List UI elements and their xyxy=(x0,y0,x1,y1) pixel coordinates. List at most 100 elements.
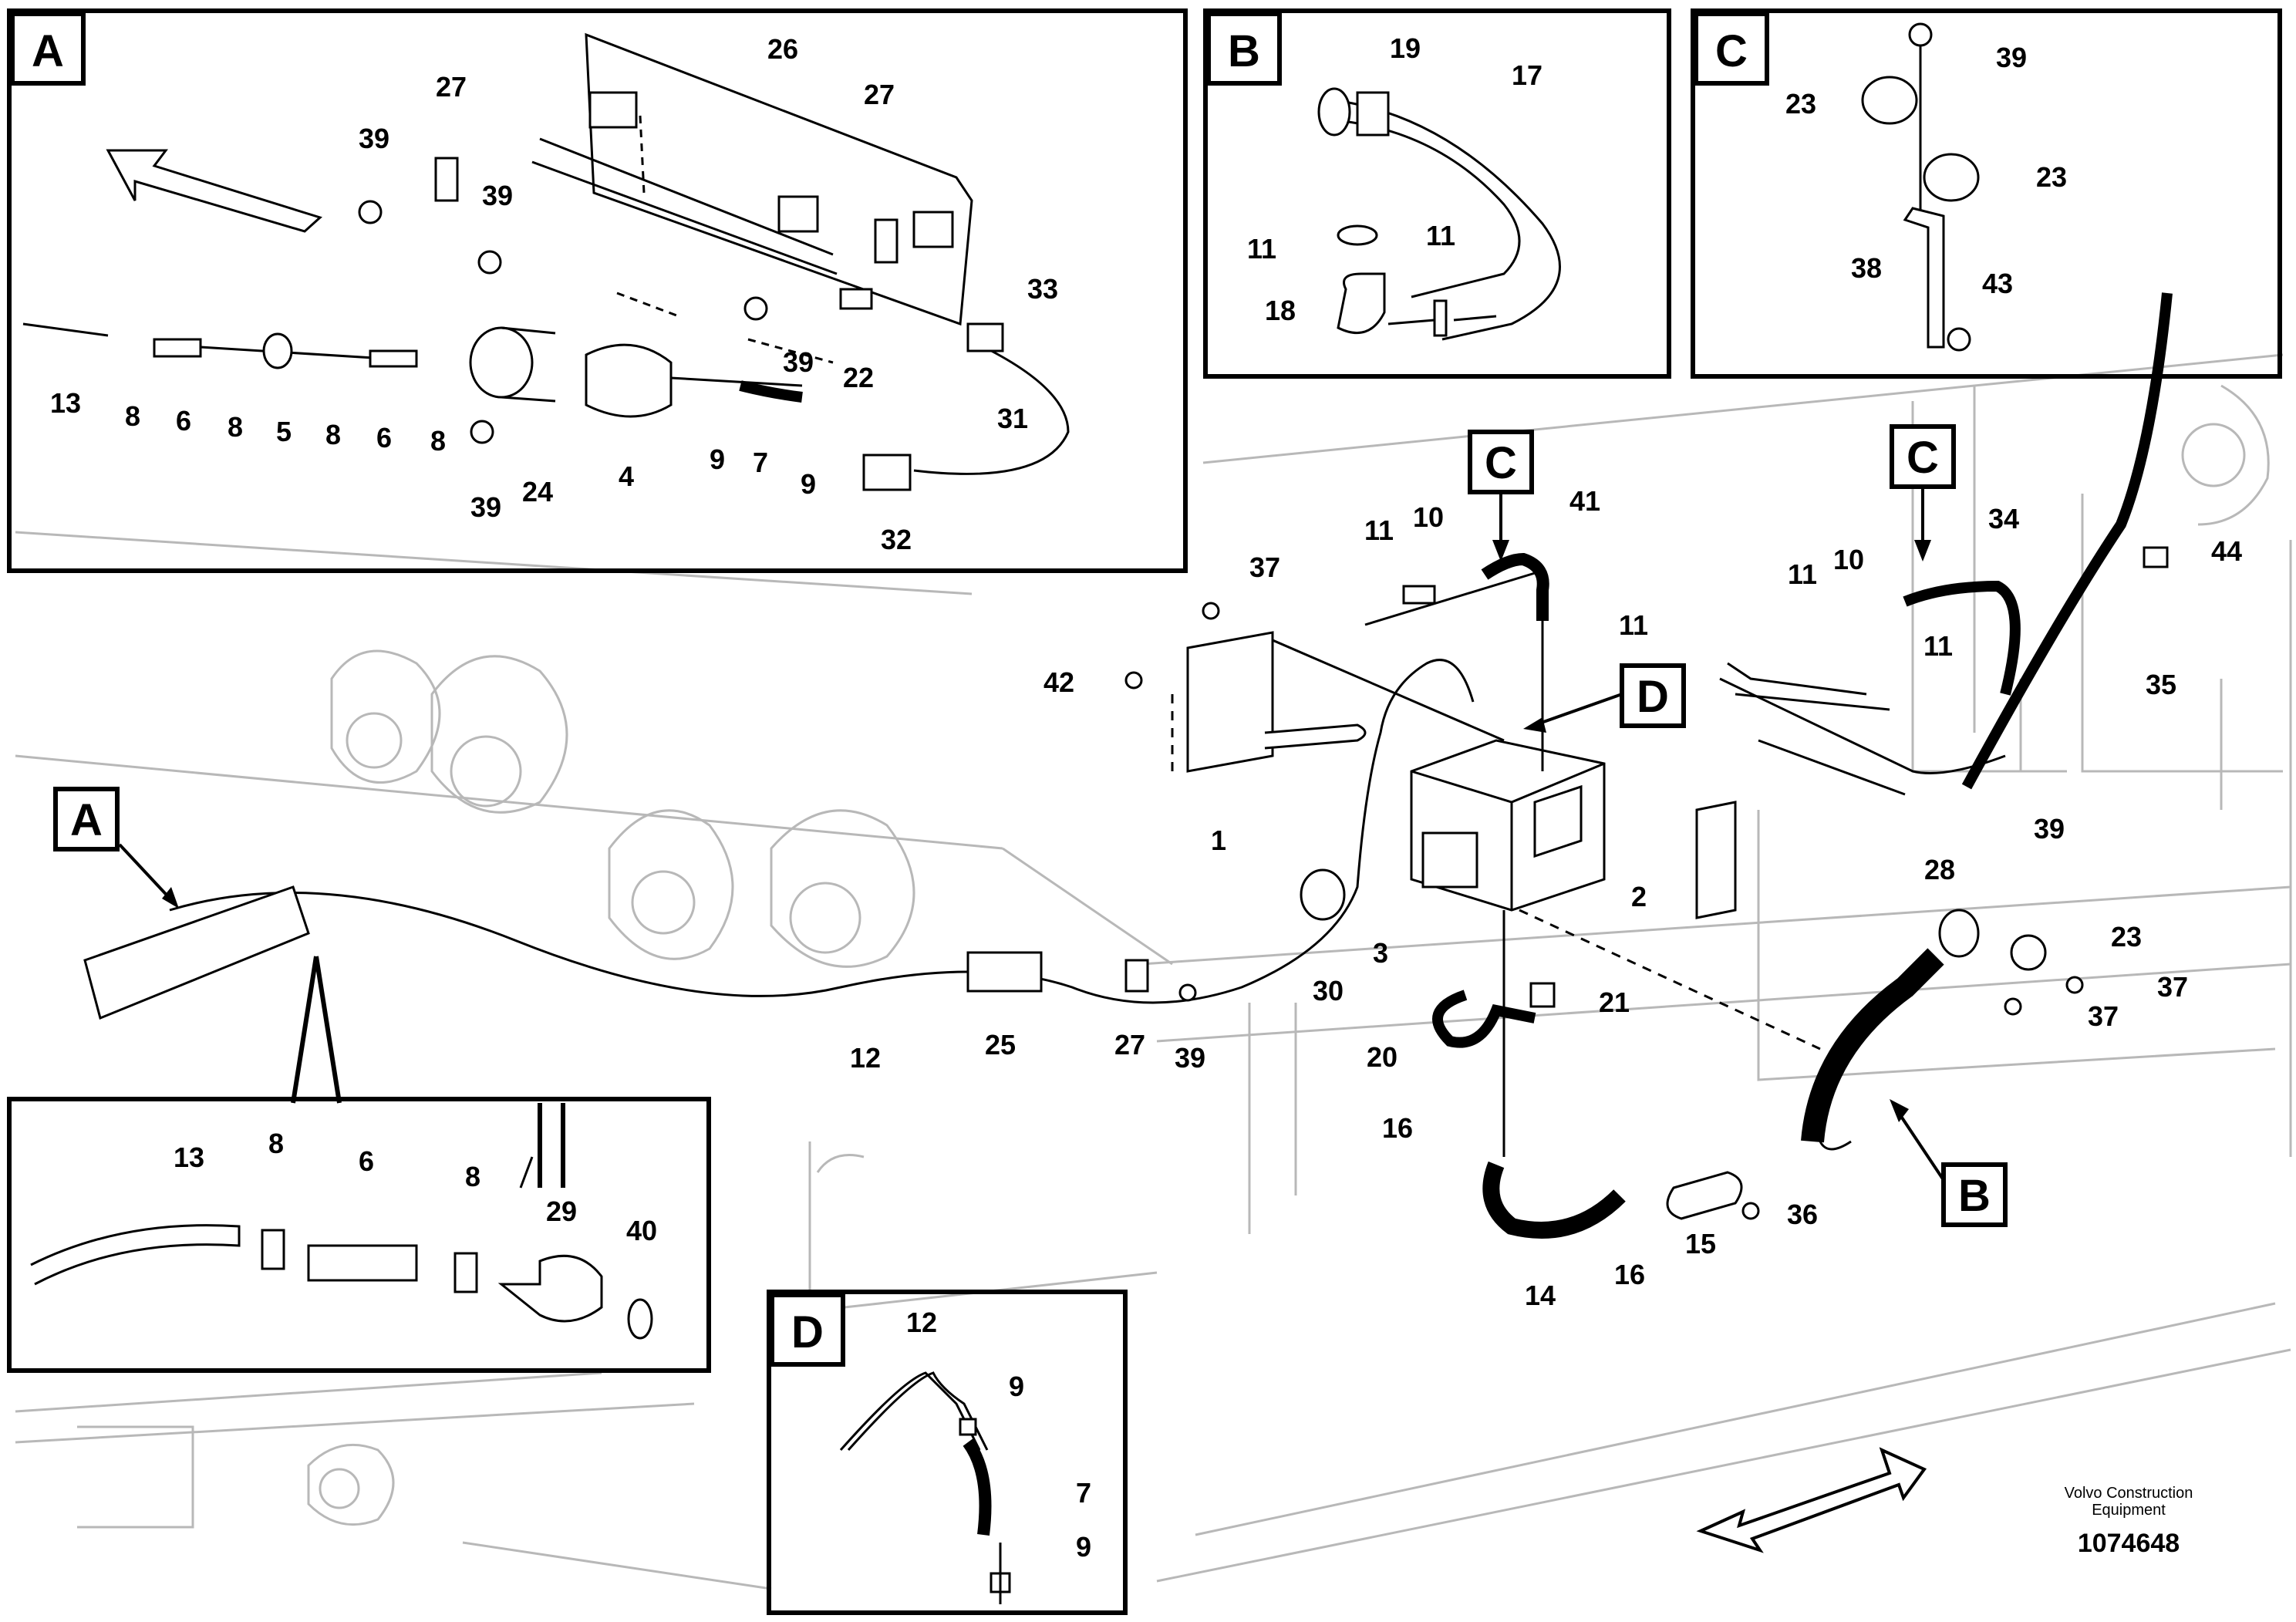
label-part-16b: 16 xyxy=(1614,1259,1645,1290)
label-part-10b: 10 xyxy=(1833,544,1864,575)
brand-line-1: Volvo Construction xyxy=(2064,1485,2193,1502)
label-part-18: 18 xyxy=(1265,295,1296,326)
label-part-8f: 8 xyxy=(465,1161,480,1192)
label-part-6a: 6 xyxy=(176,405,191,437)
label-part-23b: 23 xyxy=(2036,161,2067,193)
label-part-8d: 8 xyxy=(430,425,446,457)
label-part-1: 1 xyxy=(1211,824,1226,856)
inset-a-detail-frame xyxy=(7,1097,711,1373)
callout-badge-c-right: C xyxy=(1890,424,1956,561)
label-part-8b: 8 xyxy=(228,411,243,443)
part-number-labels: 26 27 27 39 39 39 39 33 22 31 32 13 8 6 … xyxy=(50,32,2242,1563)
label-part-23c: 23 xyxy=(2111,921,2142,953)
label-part-38: 38 xyxy=(1851,252,1882,284)
brand-line-2: Equipment xyxy=(2092,1502,2166,1519)
inset-d-frame xyxy=(767,1290,1128,1615)
svg-text:A: A xyxy=(32,26,64,76)
label-part-11b1: 11 xyxy=(1247,233,1276,265)
label-part-39d: 39 xyxy=(470,491,501,523)
label-part-7a: 7 xyxy=(753,447,768,478)
svg-text:C: C xyxy=(1485,438,1517,488)
label-part-39g: 39 xyxy=(1175,1042,1205,1074)
label-part-25: 25 xyxy=(985,1029,1016,1061)
label-part-13b: 13 xyxy=(174,1141,204,1173)
svg-text:C: C xyxy=(1907,433,1939,483)
label-part-9d: 9 xyxy=(1076,1531,1091,1563)
inset-frames xyxy=(7,8,2282,1615)
label-part-32: 32 xyxy=(881,524,912,555)
brand-caption: Volvo Construction Equipment xyxy=(2021,1485,2237,1519)
machine-frame-background xyxy=(15,353,2292,1590)
label-part-27b: 27 xyxy=(864,79,895,110)
label-part-27a: 27 xyxy=(436,71,467,103)
badge-c-inset: C xyxy=(1694,12,1769,86)
callout-badge-c-left: C xyxy=(1468,430,1534,561)
label-part-23a: 23 xyxy=(1785,88,1816,120)
inset-d-drawing xyxy=(839,1371,1011,1604)
inset-a-detail-drawing xyxy=(30,956,653,1340)
label-part-37a: 37 xyxy=(1249,551,1280,583)
inset-c-frame xyxy=(1691,8,2282,379)
inset-c-drawing xyxy=(1861,22,1980,352)
inset-a-drawing xyxy=(22,32,1070,491)
label-part-11f: 11 xyxy=(1923,630,1953,662)
svg-text:A: A xyxy=(70,795,103,845)
label-part-19: 19 xyxy=(1390,32,1421,64)
label-part-6c: 6 xyxy=(359,1145,374,1177)
svg-text:D: D xyxy=(791,1307,824,1357)
label-part-40: 40 xyxy=(626,1215,657,1246)
label-part-33: 33 xyxy=(1027,273,1058,305)
label-part-11e: 11 xyxy=(1788,558,1817,590)
inset-a-frame xyxy=(7,8,1188,573)
label-part-8a: 8 xyxy=(125,400,140,432)
label-part-9c: 9 xyxy=(1009,1371,1024,1402)
label-part-37b: 37 xyxy=(2157,971,2188,1003)
label-part-12b: 12 xyxy=(906,1307,937,1338)
label-part-11d: 11 xyxy=(1619,609,1648,641)
label-part-44: 44 xyxy=(2211,535,2242,567)
label-part-39a: 39 xyxy=(359,123,389,154)
label-part-28: 28 xyxy=(1924,854,1955,885)
label-part-12a: 12 xyxy=(850,1042,881,1074)
drawing-number: 1074648 xyxy=(2077,1529,2180,1558)
label-part-14: 14 xyxy=(1525,1280,1556,1311)
svg-text:B: B xyxy=(1228,26,1260,76)
label-part-7b: 7 xyxy=(1076,1477,1091,1509)
label-part-3: 3 xyxy=(1373,937,1388,969)
label-part-8e: 8 xyxy=(268,1128,284,1159)
callout-badge-d: D xyxy=(1523,663,1686,733)
label-part-41: 41 xyxy=(1569,485,1600,517)
label-part-27c: 27 xyxy=(1114,1029,1145,1061)
label-part-9a: 9 xyxy=(710,443,725,475)
label-part-39e: 39 xyxy=(1996,42,2027,73)
inset-badges: A B C D xyxy=(10,12,1769,1367)
inset-b-drawing xyxy=(1317,87,1561,341)
label-part-26: 26 xyxy=(767,33,798,65)
label-part-39c: 39 xyxy=(783,346,814,378)
label-part-11c: 11 xyxy=(1364,514,1394,546)
badge-d-inset: D xyxy=(770,1293,845,1367)
label-part-2: 2 xyxy=(1631,881,1647,912)
callout-badge-a: A xyxy=(53,787,179,909)
label-part-31: 31 xyxy=(997,403,1028,434)
label-part-39f: 39 xyxy=(2034,813,2065,845)
label-part-11b2: 11 xyxy=(1426,220,1455,251)
label-part-20: 20 xyxy=(1367,1041,1397,1073)
label-part-29: 29 xyxy=(546,1195,577,1227)
callout-badge-b: B xyxy=(1890,1099,2008,1227)
label-part-39b: 39 xyxy=(482,180,513,211)
label-part-15: 15 xyxy=(1685,1228,1716,1259)
svg-text:C: C xyxy=(1715,26,1748,76)
badge-b-inset: B xyxy=(1206,12,1282,86)
main-assembly xyxy=(83,292,2173,1239)
label-part-37c: 37 xyxy=(2088,1000,2119,1032)
svg-text:D: D xyxy=(1637,672,1669,722)
travel-direction-arrow-icon xyxy=(1696,1447,1927,1553)
label-part-13a: 13 xyxy=(50,387,81,419)
callout-badges: A B C C D xyxy=(53,424,2008,1227)
label-part-35: 35 xyxy=(2146,669,2176,700)
inset-b-frame xyxy=(1203,8,1671,379)
label-part-10a: 10 xyxy=(1413,501,1444,533)
label-part-17: 17 xyxy=(1512,59,1542,91)
